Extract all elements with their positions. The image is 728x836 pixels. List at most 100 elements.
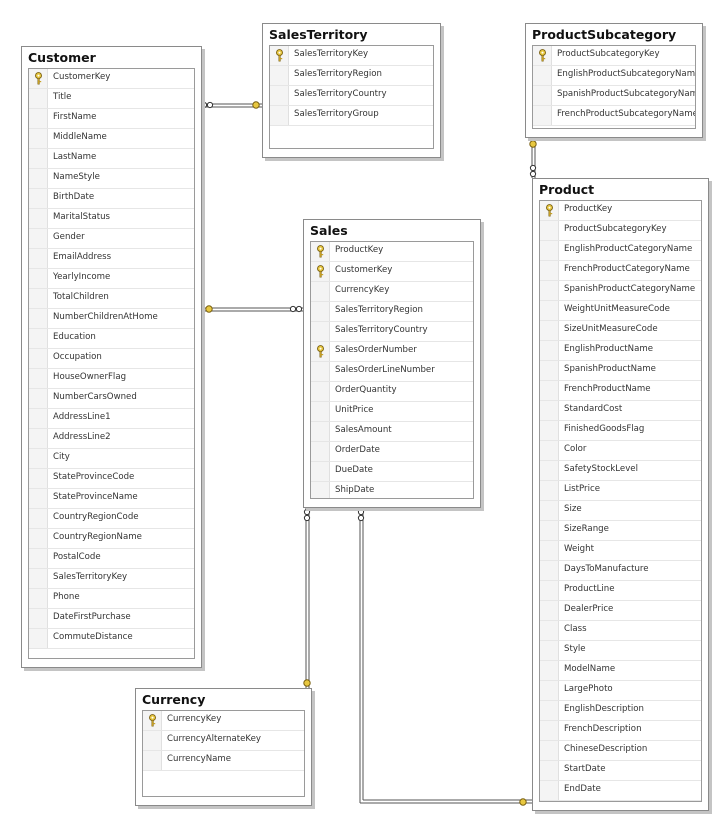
row-selector[interactable]: [311, 422, 330, 441]
row-selector[interactable]: [270, 86, 289, 105]
row-selector[interactable]: [270, 66, 289, 85]
row-selector[interactable]: [540, 201, 559, 220]
column-row[interactable]: StateProvinceCode: [29, 469, 194, 489]
row-selector[interactable]: [29, 289, 48, 308]
column-row[interactable]: FinishedGoodsFlag: [540, 421, 701, 441]
column-row[interactable]: SalesTerritoryCountry: [270, 86, 433, 106]
row-selector[interactable]: [311, 362, 330, 381]
column-row[interactable]: ProductKey: [540, 201, 701, 221]
productsubcategory-table-title[interactable]: ProductSubcategory: [532, 27, 677, 42]
column-row[interactable]: FrenchProductName: [540, 381, 701, 401]
column-row[interactable]: SalesTerritoryCountry: [311, 322, 473, 342]
column-row[interactable]: DaysToManufacture: [540, 561, 701, 581]
column-row[interactable]: CurrencyKey: [143, 711, 304, 731]
column-row[interactable]: Size: [540, 501, 701, 521]
column-row[interactable]: StartDate: [540, 761, 701, 781]
row-selector[interactable]: [29, 429, 48, 448]
row-selector[interactable]: [29, 249, 48, 268]
column-row[interactable]: CurrencyKey: [311, 282, 473, 302]
row-selector[interactable]: [29, 369, 48, 388]
column-row[interactable]: EnglishProductCategoryName: [540, 241, 701, 261]
row-selector[interactable]: [29, 469, 48, 488]
column-row[interactable]: NumberChildrenAtHome: [29, 309, 194, 329]
row-selector[interactable]: [540, 781, 559, 800]
row-selector[interactable]: [533, 86, 552, 105]
column-row[interactable]: WeightUnitMeasureCode: [540, 301, 701, 321]
row-selector[interactable]: [540, 361, 559, 380]
row-selector[interactable]: [540, 581, 559, 600]
relationship-sales-customer[interactable]: [201, 305, 303, 313]
row-selector[interactable]: [311, 322, 330, 341]
row-selector[interactable]: [540, 681, 559, 700]
row-selector[interactable]: [311, 282, 330, 301]
row-selector[interactable]: [533, 106, 552, 125]
column-row[interactable]: EmailAddress: [29, 249, 194, 269]
row-selector[interactable]: [29, 109, 48, 128]
column-row[interactable]: FrenchProductSubcategoryName: [533, 106, 695, 126]
row-selector[interactable]: [143, 751, 162, 770]
column-row[interactable]: StandardCost: [540, 401, 701, 421]
column-row[interactable]: SizeRange: [540, 521, 701, 541]
column-row[interactable]: SalesTerritoryKey: [29, 569, 194, 589]
row-selector[interactable]: [29, 169, 48, 188]
row-selector[interactable]: [29, 89, 48, 108]
column-row[interactable]: EnglishDescription: [540, 701, 701, 721]
column-row[interactable]: FirstName: [29, 109, 194, 129]
column-row[interactable]: AddressLine1: [29, 409, 194, 429]
row-selector[interactable]: [540, 761, 559, 780]
row-selector[interactable]: [540, 381, 559, 400]
salesterritory-table-title[interactable]: SalesTerritory: [269, 27, 368, 42]
customer-table-title[interactable]: Customer: [28, 50, 96, 65]
relationship-customer-salesterritory[interactable]: [200, 101, 262, 109]
column-row[interactable]: DateFirstPurchase: [29, 609, 194, 629]
currency-table-title[interactable]: Currency: [142, 692, 206, 707]
row-selector[interactable]: [540, 421, 559, 440]
column-row[interactable]: SafetyStockLevel: [540, 461, 701, 481]
row-selector[interactable]: [540, 641, 559, 660]
row-selector[interactable]: [540, 321, 559, 340]
column-row[interactable]: CustomerKey: [29, 69, 194, 89]
column-row[interactable]: SalesTerritoryKey: [270, 46, 433, 66]
row-selector[interactable]: [29, 489, 48, 508]
row-selector[interactable]: [29, 69, 48, 88]
column-row[interactable]: HouseOwnerFlag: [29, 369, 194, 389]
column-row[interactable]: Weight: [540, 541, 701, 561]
column-row[interactable]: ProductLine: [540, 581, 701, 601]
row-selector[interactable]: [311, 342, 330, 361]
row-selector[interactable]: [311, 302, 330, 321]
row-selector[interactable]: [311, 382, 330, 401]
row-selector[interactable]: [311, 242, 330, 261]
column-row[interactable]: SalesAmount: [311, 422, 473, 442]
column-row[interactable]: BirthDate: [29, 189, 194, 209]
row-selector[interactable]: [29, 509, 48, 528]
column-row[interactable]: ProductKey: [311, 242, 473, 262]
row-selector[interactable]: [540, 241, 559, 260]
column-row[interactable]: StateProvinceName: [29, 489, 194, 509]
column-row[interactable]: MaritalStatus: [29, 209, 194, 229]
row-selector[interactable]: [540, 401, 559, 420]
column-row[interactable]: PostalCode: [29, 549, 194, 569]
column-row[interactable]: SizeUnitMeasureCode: [540, 321, 701, 341]
row-selector[interactable]: [29, 309, 48, 328]
row-selector[interactable]: [540, 341, 559, 360]
column-row[interactable]: SalesOrderNumber: [311, 342, 473, 362]
row-selector[interactable]: [29, 549, 48, 568]
column-row[interactable]: SpanishProductName: [540, 361, 701, 381]
row-selector[interactable]: [29, 389, 48, 408]
column-row[interactable]: ChineseDescription: [540, 741, 701, 761]
column-row[interactable]: Occupation: [29, 349, 194, 369]
column-row[interactable]: CountryRegionCode: [29, 509, 194, 529]
row-selector[interactable]: [29, 229, 48, 248]
row-selector[interactable]: [540, 741, 559, 760]
column-row[interactable]: LargePhoto: [540, 681, 701, 701]
column-row[interactable]: EndDate: [540, 781, 701, 801]
row-selector[interactable]: [29, 529, 48, 548]
column-row[interactable]: CustomerKey: [311, 262, 473, 282]
row-selector[interactable]: [540, 661, 559, 680]
row-selector[interactable]: [29, 609, 48, 628]
column-row[interactable]: EnglishProductName: [540, 341, 701, 361]
row-selector[interactable]: [29, 449, 48, 468]
